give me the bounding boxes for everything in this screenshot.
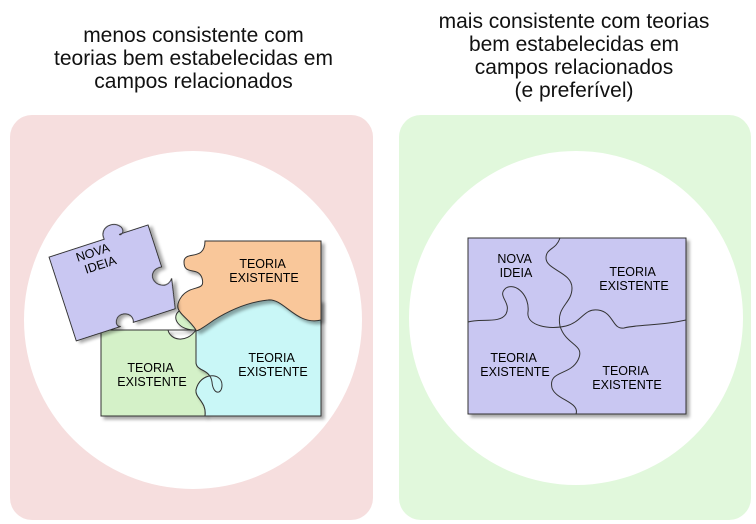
left-bottom-right-line-1: TEORIA bbox=[248, 351, 295, 365]
right-top-right-line-1: TEORIA bbox=[609, 265, 656, 279]
right-bottom-right-line-2: EXISTENTE bbox=[592, 378, 661, 392]
left-top-right-label: TEORIA EXISTENTE bbox=[229, 257, 298, 285]
right-caption-line-3: campos relacionados bbox=[474, 56, 674, 79]
left-caption: menos consistente com teorias bem estabe… bbox=[16, 24, 371, 93]
right-top-left-line-1: NOVA bbox=[497, 252, 532, 266]
right-top-left-line-2: IDEIA bbox=[500, 266, 533, 280]
right-bottom-right-label: TEORIA EXISTENTE bbox=[592, 364, 661, 392]
left-bottom-right-label: TEORIA EXISTENTE bbox=[238, 351, 307, 379]
left-piece-top-right bbox=[177, 240, 322, 332]
right-top-right-line-2: EXISTENTE bbox=[599, 279, 668, 293]
right-caption: mais consistente com teorias bem estabel… bbox=[398, 10, 750, 102]
right-seam-horizontal bbox=[467, 286, 687, 329]
right-bottom-left-label: TEORIA EXISTENTE bbox=[480, 351, 549, 379]
left-bottom-left-label: TEORIA EXISTENTE bbox=[117, 361, 186, 389]
left-caption-line-1: menos consistente com bbox=[83, 24, 304, 47]
right-caption-line-4: (e preferível) bbox=[514, 79, 634, 102]
left-top-right-line-1: TEORIA bbox=[239, 257, 286, 271]
right-caption-line-2: bem estabelecidas em bbox=[468, 33, 680, 56]
left-top-right-line-2: EXISTENTE bbox=[229, 271, 298, 285]
right-puzzle bbox=[467, 237, 687, 415]
right-bottom-left-line-1: TEORIA bbox=[490, 351, 537, 365]
left-bottom-right-line-2: EXISTENTE bbox=[238, 365, 307, 379]
left-piece-new-idea-group bbox=[48, 223, 176, 342]
left-caption-line-2: teorias bem estabelecidas em bbox=[54, 47, 333, 70]
right-caption-line-1: mais consistente com teorias bbox=[438, 10, 710, 33]
left-piece-new-idea bbox=[48, 223, 176, 342]
right-bottom-left-line-2: EXISTENTE bbox=[480, 365, 549, 379]
left-bottom-left-line-2: EXISTENTE bbox=[117, 375, 186, 389]
left-caption-line-3: campos relacionados bbox=[94, 70, 293, 93]
right-top-right-label: TEORIA EXISTENTE bbox=[599, 265, 668, 293]
right-seam-vertical bbox=[545, 237, 581, 415]
right-top-left-label: NOVA IDEIA bbox=[497, 252, 534, 280]
right-puzzle-board bbox=[467, 237, 687, 415]
right-bottom-right-line-1: TEORIA bbox=[602, 364, 649, 378]
left-bottom-left-line-1: TEORIA bbox=[127, 361, 174, 375]
